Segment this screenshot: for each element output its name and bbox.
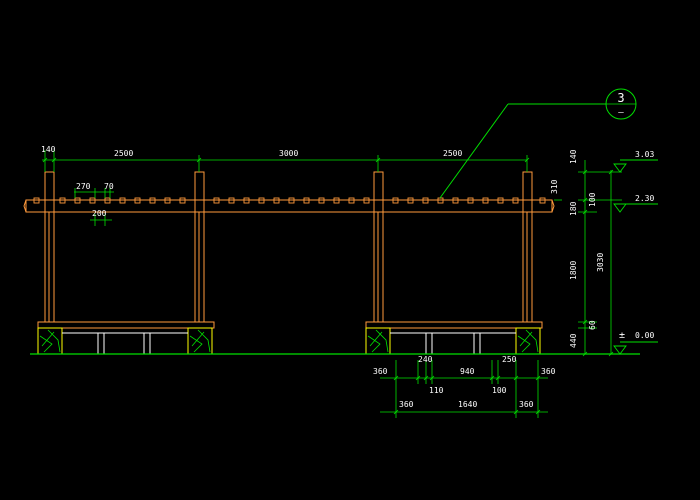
dim-rafter-width: 70 [104,182,114,191]
dim-v-base-b: 440 [569,333,578,348]
dim-bench-r2-1: 1640 [458,400,477,409]
dim-bench-r1-4: 100 [492,386,507,395]
dim-bench-r1-6: 360 [541,367,556,376]
dim-v-gap: 100 [588,192,597,207]
beam-end-right [551,199,555,213]
callout-sub: – [618,108,624,118]
rafter-dimensions [74,188,114,226]
vertical-dimensions [578,160,622,357]
level-markers [613,159,658,355]
dim-bench-r1-3: 940 [460,367,475,376]
dim-v-beam: 180 [569,201,578,216]
level-ground: 0.00 [635,331,654,340]
bench-dimensions [380,360,548,418]
dim-bench-r1-5: 250 [502,355,517,364]
callout-number: 3 [617,91,624,105]
pergola-structure [23,171,555,323]
dim-v-base-a: 60 [588,320,597,330]
dim-rafter-offset: 200 [92,209,107,218]
dim-span-left: 2500 [114,149,133,158]
level-mid: 2.30 [635,194,654,203]
dim-v-top: 140 [569,149,578,164]
top-dimensions [42,150,530,172]
section-callout: 3 – [439,88,637,199]
callout-leader [439,103,509,199]
dim-v-overall: 3030 [596,253,605,272]
dim-bench-r2-0: 360 [399,400,414,409]
dim-span-right: 2500 [443,149,462,158]
dim-bench-r1-0: 360 [373,367,388,376]
dim-bench-r2-2: 360 [519,400,534,409]
dim-span-mid: 3000 [279,149,298,158]
dim-rafter-spacing: 270 [76,182,91,191]
dim-bench-r1-2: 110 [429,386,444,395]
level-ground-symbol: ± [619,330,625,341]
level-top: 3.03 [635,150,654,159]
dim-bench-r1-1: 240 [418,355,433,364]
dim-beam-height: 310 [550,179,559,194]
rafter-ends [33,197,546,204]
bench-left [37,321,215,355]
stone-texture [39,329,539,353]
dim-v-post: 1800 [569,261,578,280]
beam-end-left [23,199,27,213]
bench-right [365,321,543,355]
dim-post-width: 140 [41,145,56,154]
